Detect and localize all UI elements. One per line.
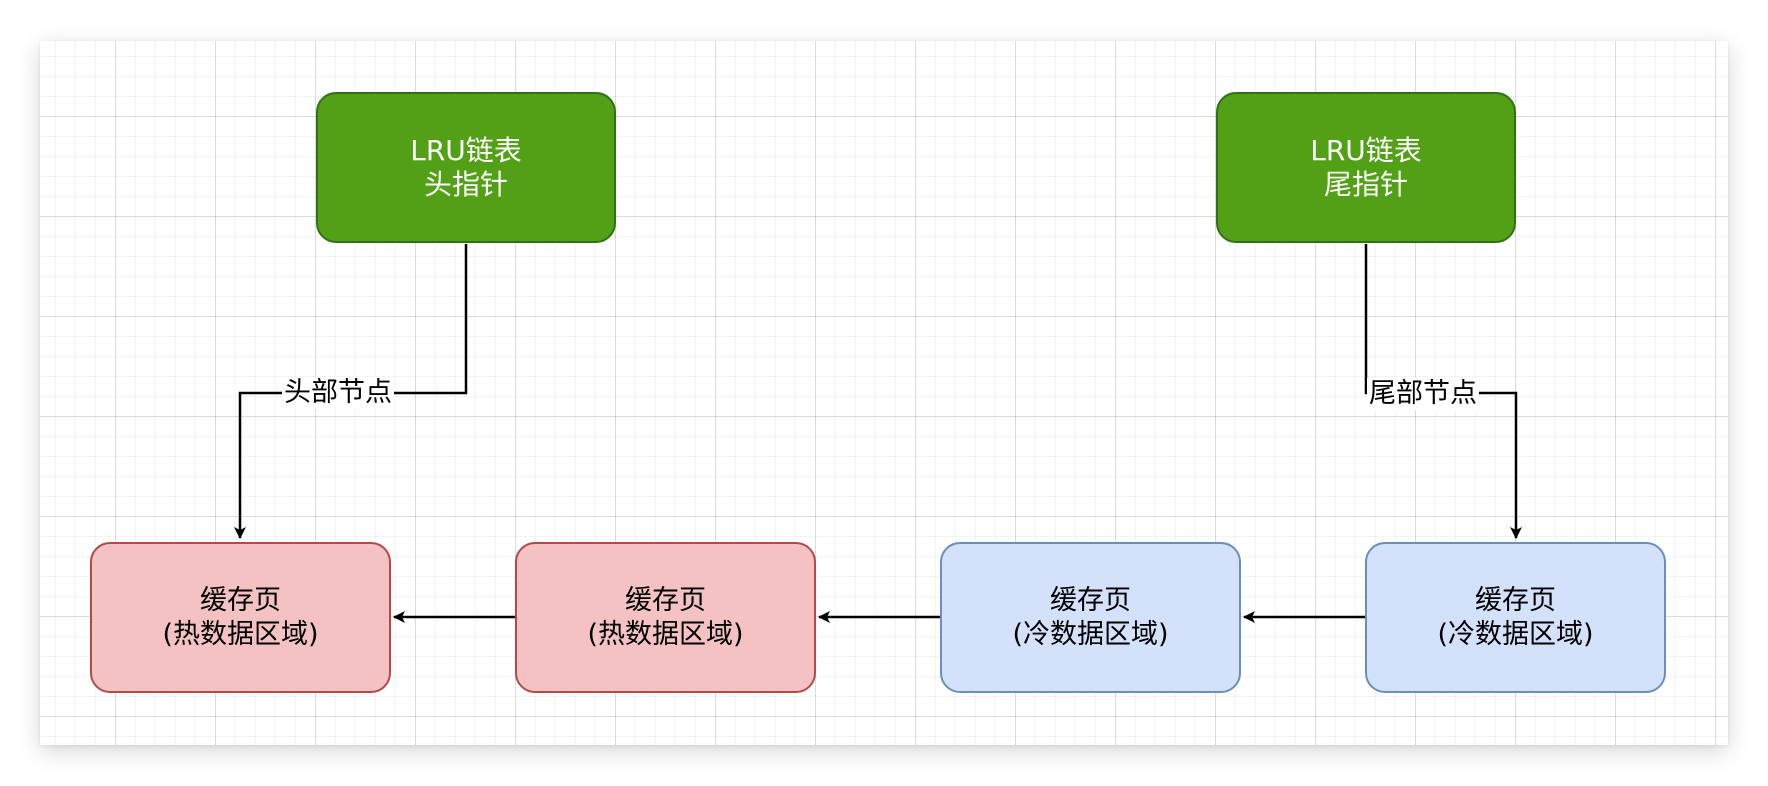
- lru-head-pointer-node: LRU链表 头指针: [316, 92, 616, 243]
- head-node-edge-label: 头部节点: [282, 377, 394, 409]
- node-label-line2: (冷数据区域): [1437, 618, 1594, 650]
- node-label-line1: 缓存页: [625, 584, 706, 616]
- node-label-line2: (冷数据区域): [1012, 618, 1169, 650]
- tail-node-edge-label: 尾部节点: [1367, 378, 1479, 410]
- hot-cache-page-node-2: 缓存页 (热数据区域): [515, 542, 816, 693]
- node-label-line1: 缓存页: [1050, 584, 1131, 616]
- lru-tail-pointer-node: LRU链表 尾指针: [1216, 92, 1516, 243]
- node-label-line2: 尾指针: [1323, 167, 1408, 201]
- cold-cache-page-node-2: 缓存页 (冷数据区域): [1365, 542, 1666, 693]
- cold-cache-page-node-1: 缓存页 (冷数据区域): [940, 542, 1241, 693]
- node-label-line1: LRU链表: [410, 133, 522, 167]
- node-label-line2: 头指针: [423, 167, 508, 201]
- hot-cache-page-node-1: 缓存页 (热数据区域): [90, 542, 391, 693]
- node-label-line1: 缓存页: [200, 584, 281, 616]
- node-label-line1: 缓存页: [1475, 584, 1556, 616]
- node-label-line2: (热数据区域): [587, 618, 744, 650]
- node-label-line2: (热数据区域): [162, 618, 319, 650]
- node-label-line1: LRU链表: [1310, 133, 1422, 167]
